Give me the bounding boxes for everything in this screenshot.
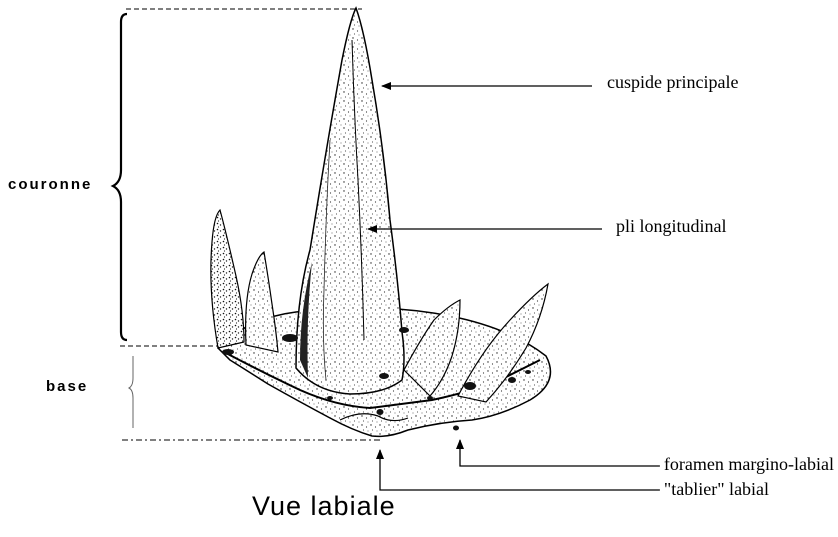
left-inner-cusplet [246,252,278,352]
foramen-label-text: foramen margino-labial [664,454,834,474]
apron-label: "tablier" labial [664,479,769,500]
main-cusp [296,8,404,394]
longitudinal-fold-label: pli longitudinal [616,216,727,237]
apron-arrow [380,450,660,490]
main-cusp-label: cuspide principale [607,72,738,93]
view-title: Vue labiale [252,491,396,522]
base-brace [129,356,133,428]
foramen-arrow [460,440,660,466]
left-outer-cusplet [211,210,244,348]
foramen-label: foramen margino-labial [664,454,834,475]
crown-label: couronne [8,176,92,193]
crown-brace [113,14,127,340]
base-label: base [46,378,88,395]
